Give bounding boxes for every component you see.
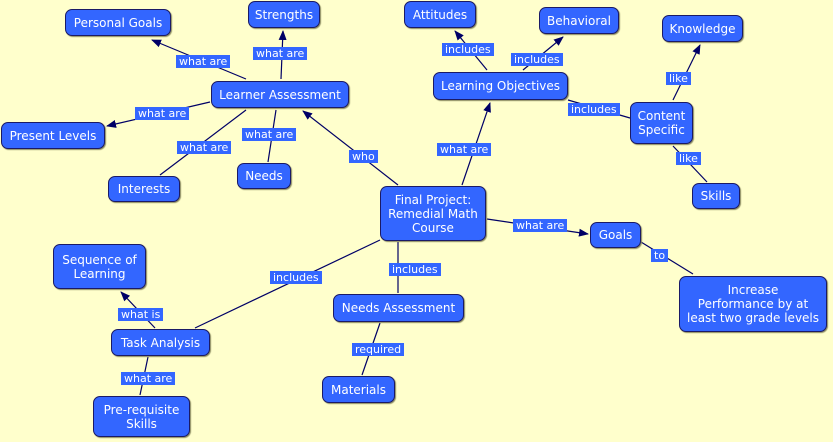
- node-behavioral[interactable]: Behavioral: [539, 7, 619, 34]
- node-learning-objectives[interactable]: Learning Objectives: [433, 72, 568, 100]
- link-label-strengths: what are: [253, 47, 308, 60]
- node-sequence-of-learning[interactable]: Sequence of Learning: [53, 244, 146, 289]
- link-label-needs-assessment: includes: [389, 263, 441, 276]
- node-needs[interactable]: Needs: [237, 163, 291, 189]
- node-learner-assessment[interactable]: Learner Assessment: [211, 81, 349, 108]
- node-attitudes[interactable]: Attitudes: [404, 1, 476, 28]
- node-needs-assessment[interactable]: Needs Assessment: [333, 294, 464, 322]
- link-label-goals: what are: [513, 219, 568, 232]
- node-content-specific[interactable]: Content Specific: [630, 102, 693, 144]
- node-personal-goals[interactable]: Personal Goals: [65, 9, 171, 36]
- node-increase-performance[interactable]: Increase Performance by at least two gra…: [679, 276, 827, 332]
- link-label-behavioral: includes: [511, 53, 563, 66]
- link-label-sequence: what is: [118, 308, 164, 321]
- node-knowledge[interactable]: Knowledge: [662, 15, 743, 42]
- link-label-to: to: [651, 249, 669, 262]
- node-prerequisite-skills[interactable]: Pre-requisite Skills: [93, 396, 190, 437]
- edge-to-learner-assessment: [302, 110, 399, 186]
- link-label-skills: like: [676, 152, 701, 165]
- link-label-present-levels: what are: [135, 107, 190, 120]
- node-skills[interactable]: Skills: [692, 183, 740, 209]
- link-label-interests: what are: [177, 141, 232, 154]
- node-interests[interactable]: Interests: [108, 176, 180, 202]
- node-final-project[interactable]: Final Project: Remedial Math Course: [380, 186, 486, 241]
- link-label-prerequisite: what are: [121, 372, 176, 385]
- node-materials[interactable]: Materials: [322, 376, 395, 403]
- link-label-knowledge: like: [666, 72, 691, 85]
- edge-to-task-analysis: [194, 239, 381, 329]
- link-label-materials: required: [352, 343, 405, 356]
- node-task-analysis[interactable]: Task Analysis: [111, 329, 210, 356]
- link-label-needs: what are: [242, 128, 297, 141]
- link-label-who: who: [349, 150, 378, 163]
- link-label-personal-goals: what are: [176, 55, 231, 68]
- node-present-levels[interactable]: Present Levels: [1, 122, 105, 149]
- link-label-attitudes: includes: [442, 43, 494, 56]
- link-label-content-specific: includes: [568, 103, 620, 116]
- node-goals[interactable]: Goals: [590, 222, 641, 248]
- link-label-task-analysis: includes: [270, 271, 322, 284]
- node-strengths[interactable]: Strengths: [248, 1, 320, 28]
- link-label-learning-objectives: what are: [437, 143, 492, 156]
